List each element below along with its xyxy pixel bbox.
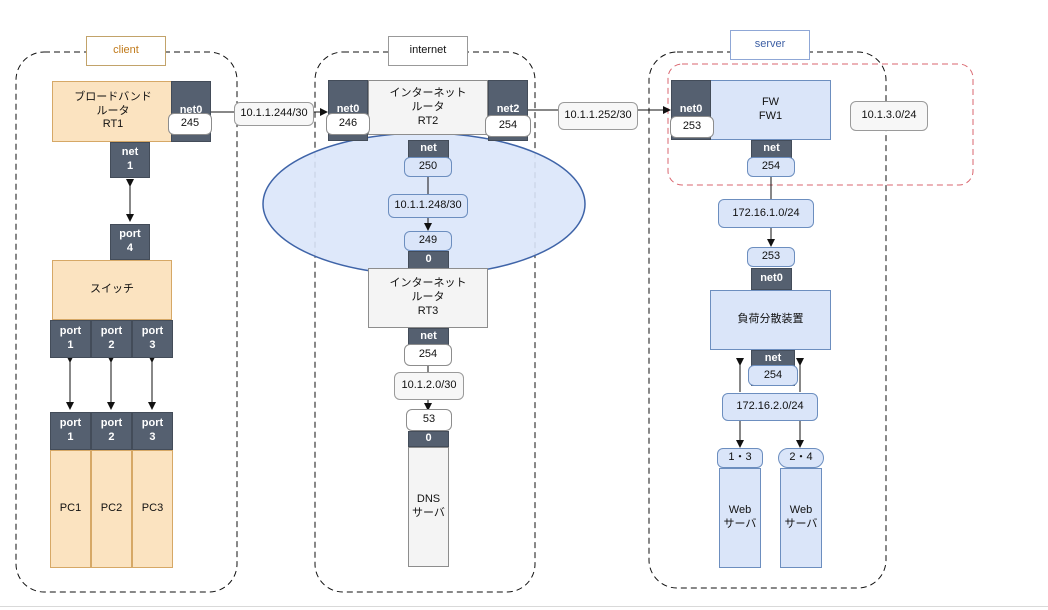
- subnet-10-1-2-0: 10.1.2.0/30: [394, 372, 464, 400]
- switch-port3: port 3: [132, 320, 173, 358]
- lb-port-net0: net0: [751, 268, 792, 290]
- rt2-router[interactable]: インターネット ルータ RT2: [368, 80, 488, 135]
- web2-addr: 2・4: [778, 448, 824, 468]
- dmz-subnet: 10.1.3.0/24: [850, 101, 928, 131]
- zone-label-server: server: [730, 30, 810, 60]
- dns-addr-53: 53: [406, 409, 452, 431]
- rt3-port-0: 0: [408, 251, 449, 269]
- lb-addr-253: 253: [747, 247, 795, 267]
- switch-port4: port 4: [110, 224, 150, 260]
- switch-port1: port 1: [50, 320, 91, 358]
- pc2-port: port 2: [91, 412, 132, 450]
- fw1[interactable]: FW FW1: [710, 80, 831, 140]
- rt1-router[interactable]: ブロードバンド ルータ RT1: [52, 81, 174, 142]
- lb-addr-254: 254: [748, 365, 798, 386]
- fw-addr-253: 253: [670, 116, 714, 138]
- zone-label-internet: internet: [388, 36, 468, 66]
- pc3[interactable]: PC3: [132, 450, 173, 568]
- web1-server[interactable]: Web サーバ: [719, 468, 761, 568]
- switch[interactable]: スイッチ: [52, 260, 172, 320]
- fw-addr-254: 254: [747, 157, 795, 177]
- link-label-rt2-fw: 10.1.1.252/30: [558, 102, 638, 130]
- rt3-router[interactable]: インターネット ルータ RT3: [368, 268, 488, 328]
- rt3-addr-254: 254: [404, 344, 452, 366]
- rt1-port-net1: net 1: [110, 142, 150, 178]
- pc3-port: port 3: [132, 412, 173, 450]
- subnet-172-16-2-0: 172.16.2.0/24: [722, 393, 818, 421]
- pc2[interactable]: PC2: [91, 450, 132, 568]
- rt2-addr-250: 250: [404, 157, 452, 177]
- rt3-addr-249: 249: [404, 231, 452, 251]
- rt1-addr: 245: [168, 113, 212, 135]
- dmz-zone: [667, 63, 974, 186]
- subnet-10-1-1-248: 10.1.1.248/30: [388, 194, 468, 218]
- load-balancer[interactable]: 負荷分散装置: [710, 290, 831, 350]
- rt2-addr-254: 254: [485, 115, 531, 137]
- switch-port2: port 2: [91, 320, 132, 358]
- rt2-addr-246: 246: [326, 113, 370, 135]
- web2-server[interactable]: Web サーバ: [780, 468, 822, 568]
- dns-port-0: 0: [408, 431, 449, 447]
- zone-label-client: client: [86, 36, 166, 66]
- link-label-rt1-rt2: 10.1.1.244/30: [234, 102, 314, 126]
- bottom-rule: [0, 606, 1048, 607]
- subnet-172-16-1-0: 172.16.1.0/24: [718, 199, 814, 228]
- web1-addr: 1・3: [717, 448, 763, 468]
- pc1[interactable]: PC1: [50, 450, 91, 568]
- pc1-port: port 1: [50, 412, 91, 450]
- dns-server[interactable]: DNS サーバ: [408, 447, 449, 567]
